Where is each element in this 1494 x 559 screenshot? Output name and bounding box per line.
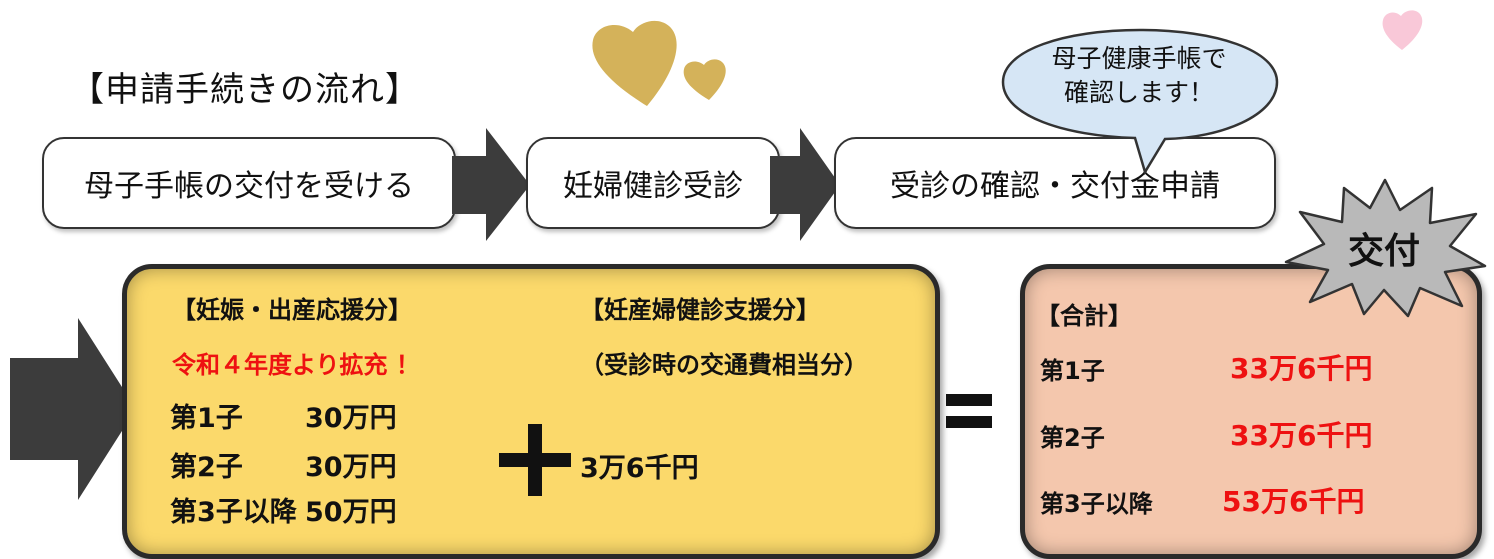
- row-amount: 30万円: [305, 452, 397, 483]
- step-label: 妊婦健診受診: [563, 169, 743, 204]
- row-label: 第1子: [1040, 357, 1105, 385]
- step-prenatal-checkup: 妊婦健診受診: [526, 137, 780, 229]
- row-label: 第2子: [170, 452, 243, 483]
- row-label: 第2子: [1040, 424, 1105, 452]
- step-receive-handbook: 母子手帳の交付を受ける: [42, 137, 456, 229]
- checkup-support-heading: 【妊産婦健診支援分】: [580, 296, 820, 324]
- checkup-support-note: （受診時の交通費相当分）: [580, 351, 868, 379]
- row-amount: 33万6千円: [1230, 419, 1373, 452]
- equals-sign: [946, 394, 992, 428]
- speech-bubble: [1001, 28, 1279, 176]
- bubble-line: 確認します！: [1063, 78, 1214, 107]
- bubble-line: 母子健康手帳で: [1051, 44, 1227, 73]
- row-label: 第3子以降: [170, 497, 297, 528]
- subsidy-breakdown-box: [122, 264, 940, 559]
- row-amount: 33万6千円: [1230, 352, 1373, 385]
- total-heading: 【合計】: [1036, 302, 1132, 330]
- checkup-support-amount: 3万6千円: [580, 453, 699, 484]
- plus-sign: [499, 424, 571, 496]
- pink-heart-icon: [1382, 10, 1423, 50]
- speech-bubble-text: 母子健康手帳で 確認します！: [1004, 42, 1274, 110]
- row-amount: 53万6千円: [1222, 485, 1365, 518]
- page-title: 【申請手続きの流れ】: [70, 70, 420, 110]
- starburst-icon: [1284, 178, 1487, 318]
- big-arrow-icon: [10, 318, 136, 500]
- issue-label: 交付: [1348, 231, 1421, 272]
- step-label: 母子手帳の交付を受ける: [84, 169, 414, 204]
- pregnancy-support-heading: 【妊娠・出産応援分】: [172, 296, 412, 324]
- step-confirm-apply: 受診の確認・交付金申請: [834, 137, 1276, 229]
- row-amount: 30万円: [305, 403, 397, 434]
- row-label: 第3子以降: [1040, 490, 1153, 518]
- step-label: 受診の確認・交付金申請: [890, 169, 1220, 204]
- gold-hearts-icon: [592, 20, 726, 106]
- flow-arrow-icon: [452, 128, 530, 241]
- expansion-note: 令和４年度より拡充 ！: [172, 351, 420, 379]
- row-amount: 50万円: [305, 497, 397, 528]
- flow-arrow-icon: [770, 128, 840, 241]
- row-label: 第1子: [170, 403, 243, 434]
